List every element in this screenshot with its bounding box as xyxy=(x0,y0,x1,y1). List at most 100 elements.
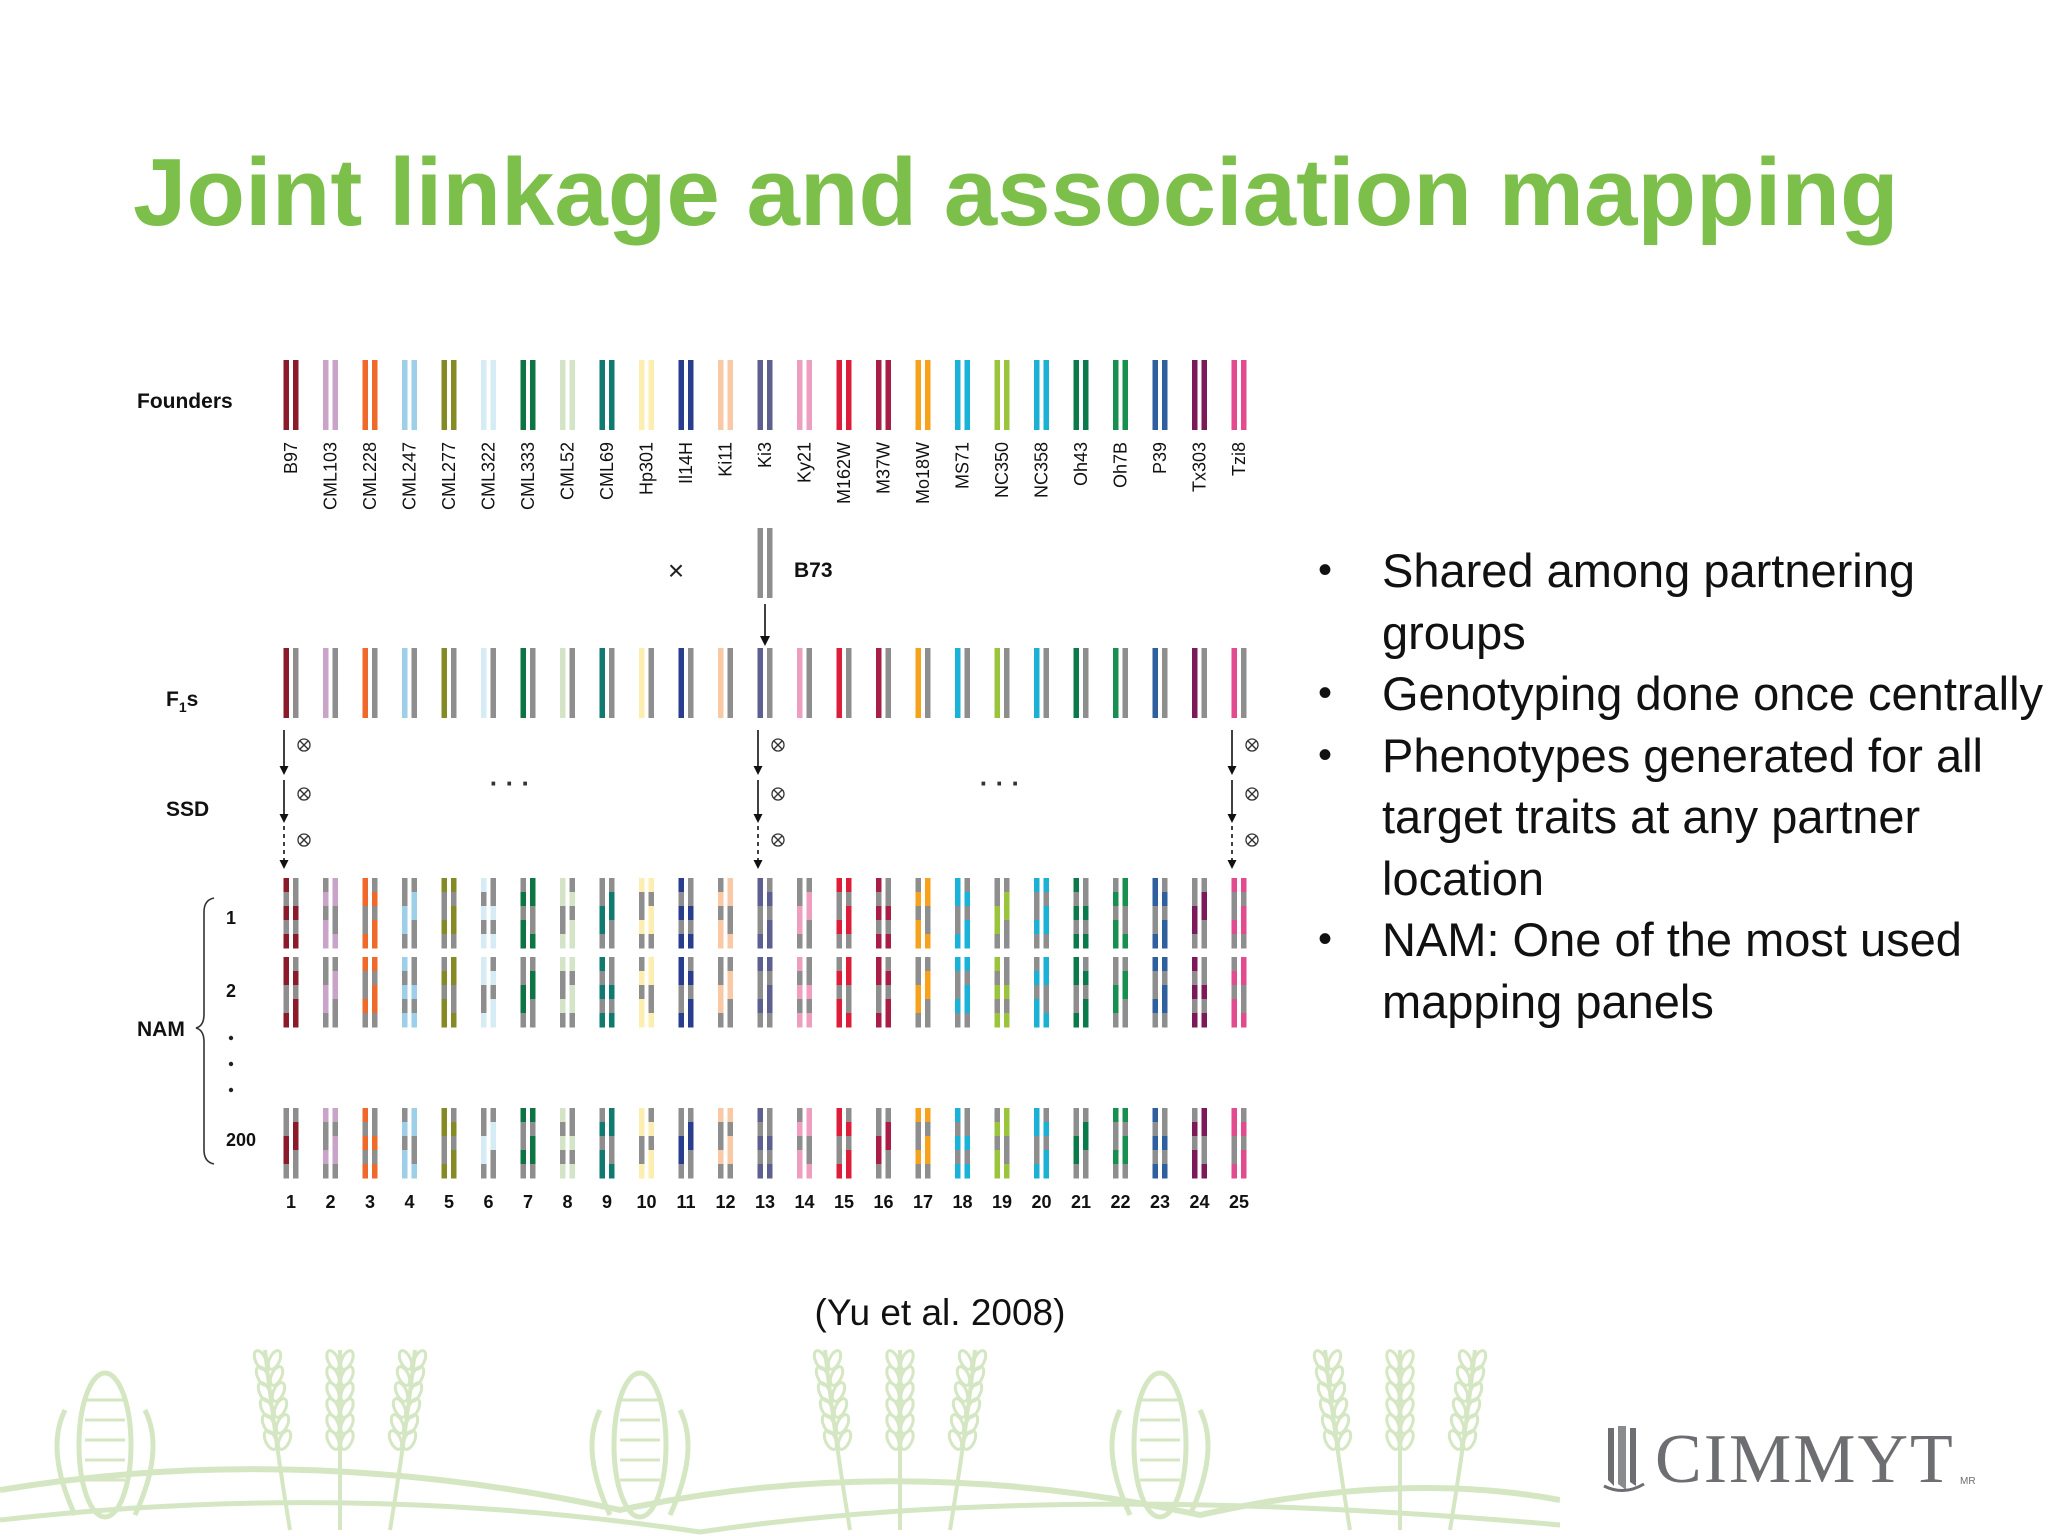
chromosome-segment xyxy=(1122,906,1128,921)
chromosome-segment xyxy=(323,1013,329,1028)
chromosome-segment xyxy=(481,892,487,907)
family-number: 7 xyxy=(523,1192,533,1212)
chromosome-segment xyxy=(955,1122,961,1137)
chromosome-segment xyxy=(1231,906,1237,921)
founder-chromosome xyxy=(1201,360,1207,430)
founder-chromosome xyxy=(1113,360,1119,430)
chromosome-segment xyxy=(1201,892,1207,907)
f1-chromosome xyxy=(876,648,882,718)
chromosome-segment xyxy=(1122,934,1128,949)
wheat-grain-icon xyxy=(885,1429,901,1451)
chromosome-segment xyxy=(727,934,733,949)
chromosome-segment xyxy=(1073,1150,1079,1165)
chromosome-segment xyxy=(1192,1013,1198,1028)
chromosome-segment xyxy=(530,1122,536,1137)
chromosome-segment xyxy=(372,920,378,935)
founder-chromosome xyxy=(1152,360,1158,430)
chromosome-segment xyxy=(688,971,694,986)
wheat-grain-icon xyxy=(1385,1429,1401,1451)
chromosome-segment xyxy=(915,999,921,1014)
chromosome-segment xyxy=(402,878,408,893)
chromosome-segment xyxy=(964,1150,970,1165)
chromosome-segment xyxy=(1241,934,1247,949)
chromosome-segment xyxy=(1152,999,1158,1014)
chromosome-segment xyxy=(293,957,299,972)
founder-name: M37W xyxy=(874,442,894,494)
chromosome-segment xyxy=(757,1136,763,1151)
chromosome-segment xyxy=(332,1108,338,1123)
chromosome-segment xyxy=(560,1108,566,1123)
chromosome-segment xyxy=(639,957,645,972)
bullet-list: Shared among partnering groups Genotypin… xyxy=(1310,540,2048,1032)
chromosome-segment xyxy=(806,999,812,1014)
wheat-grain-icon xyxy=(266,1349,283,1371)
chromosome-segment xyxy=(1201,920,1207,935)
chromosome-segment xyxy=(1083,878,1089,893)
founder-name: CML52 xyxy=(558,442,578,500)
family-number: 8 xyxy=(562,1192,572,1212)
chromosome-segment xyxy=(806,1013,812,1028)
chromosome-segment xyxy=(481,999,487,1014)
chromosome-segment xyxy=(283,906,289,921)
chromosome-segment xyxy=(451,934,457,949)
chromosome-segment xyxy=(372,999,378,1014)
chromosome-segment xyxy=(688,1013,694,1028)
chromosome-segment xyxy=(323,892,329,907)
chromosome-segment xyxy=(599,985,605,1000)
chromosome-segment xyxy=(332,1136,338,1151)
chromosome-segment xyxy=(1231,1108,1237,1123)
chromosome-segment xyxy=(402,1136,408,1151)
chromosome-segment xyxy=(1201,1136,1207,1151)
chromosome-segment xyxy=(1152,878,1158,893)
chromosome-segment xyxy=(599,906,605,921)
chromosome-segment xyxy=(1122,1136,1128,1151)
chromosome-segment xyxy=(1083,1122,1089,1137)
wheat-grain-icon xyxy=(397,1349,414,1371)
chromosome-segment xyxy=(1034,957,1040,972)
chromosome-segment xyxy=(441,1150,447,1165)
chromosome-segment xyxy=(1043,1164,1049,1179)
family-number: 15 xyxy=(834,1192,854,1212)
chromosome-segment xyxy=(1122,878,1128,893)
chromosome-segment xyxy=(520,1013,526,1028)
chromosome-segment xyxy=(648,1136,654,1151)
chromosome-segment xyxy=(560,920,566,935)
chromosome-segment xyxy=(846,1108,852,1123)
chromosome-segment xyxy=(727,906,733,921)
chromosome-segment xyxy=(1034,892,1040,907)
wheat-grain-icon xyxy=(325,1429,341,1451)
chromosome-segment xyxy=(885,1136,891,1151)
chromosome-segment xyxy=(1004,1164,1010,1179)
chromosome-segment xyxy=(994,971,1000,986)
chromosome-segment xyxy=(846,920,852,935)
chromosome-segment xyxy=(332,920,338,935)
wheat-grain-icon xyxy=(401,1429,418,1451)
chromosome-segment xyxy=(1122,971,1128,986)
chromosome-segment xyxy=(451,920,457,935)
chromosome-segment xyxy=(1231,1136,1237,1151)
chromosome-segment xyxy=(609,1164,615,1179)
selfing-icon xyxy=(1245,738,1259,752)
chromosome-segment xyxy=(727,1164,733,1179)
chromosome-segment xyxy=(332,985,338,1000)
founder-name: Il14H xyxy=(676,442,696,484)
wheat-grain-icon xyxy=(274,1413,291,1435)
chromosome-segment xyxy=(293,1013,299,1028)
chromosome-segment xyxy=(797,906,803,921)
chromosome-segment xyxy=(599,1164,605,1179)
chromosome-segment xyxy=(293,971,299,986)
chromosome-segment xyxy=(1201,1150,1207,1165)
chromosome-segment xyxy=(520,999,526,1014)
chromosome-segment xyxy=(599,999,605,1014)
ellipsis-dot xyxy=(228,1061,234,1067)
chromosome-segment xyxy=(1241,878,1247,893)
arrow-head xyxy=(760,636,770,646)
wheat-grain-icon xyxy=(339,1429,355,1451)
chromosome-segment xyxy=(915,985,921,1000)
f1-chromosome xyxy=(560,648,566,718)
chromosome-segment xyxy=(1162,934,1168,949)
f1-chromosome xyxy=(915,648,921,718)
f1-chromosome xyxy=(1004,648,1010,718)
corn-leaf xyxy=(589,1408,613,1517)
wheat-grain-icon xyxy=(1399,1397,1415,1419)
